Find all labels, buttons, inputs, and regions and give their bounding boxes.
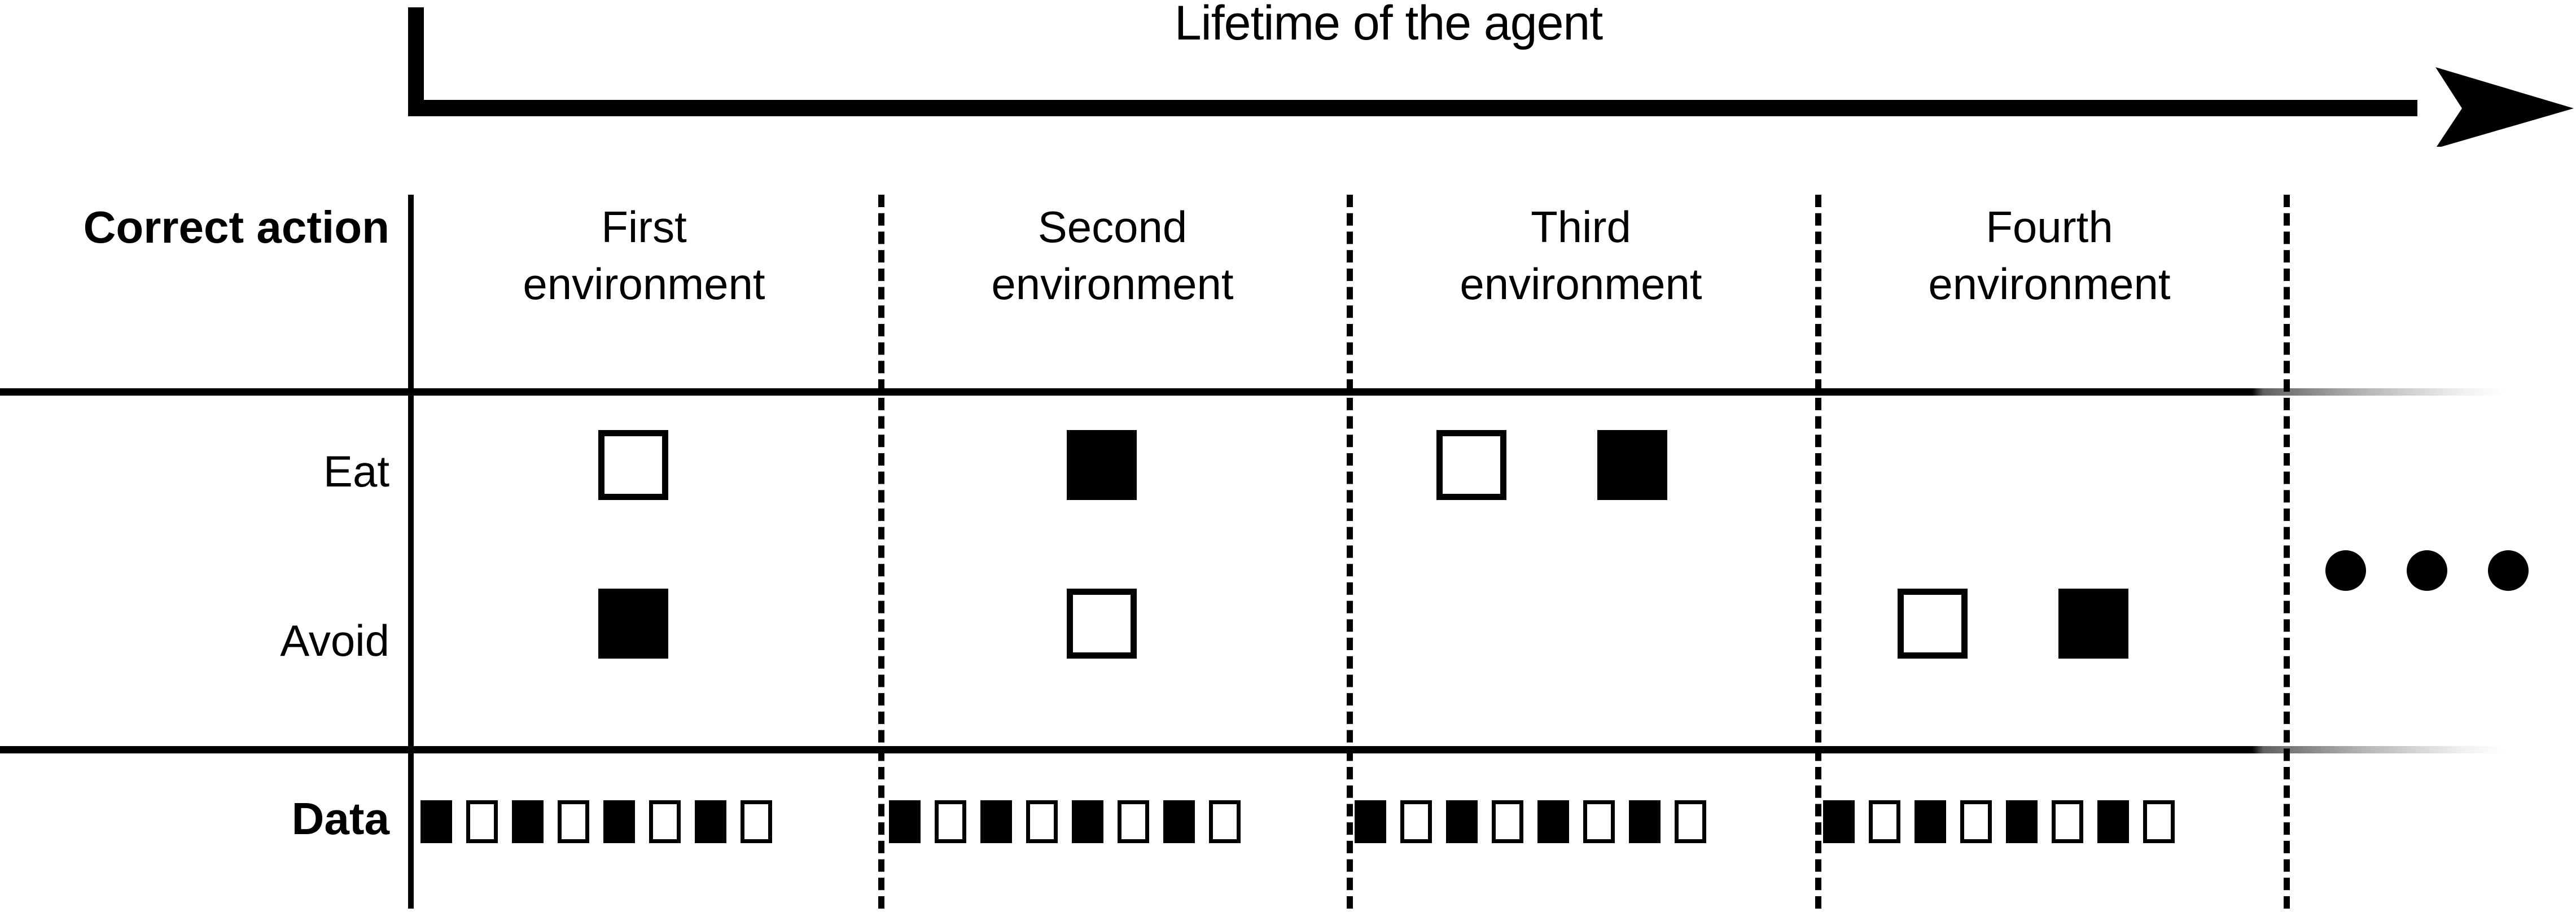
column-header-fourth-ordinal: Fourth [1986,202,2113,252]
data-square-env4-7-black [2097,800,2129,843]
column-header-fourth-noun: environment [1928,259,2171,309]
environment-divider-3 [1815,195,1821,909]
data-square-env1-1-black [420,800,452,843]
row-label-data: Data [291,793,389,844]
environment-divider-4 [2284,195,2290,909]
column-header-first-noun: environment [523,259,765,309]
row-label-correct-action-line2: action [256,202,389,252]
column-header-first-ordinal: First [601,202,687,252]
data-square-env4-1-black [1823,800,1855,843]
ellipsis-dot-1 [2325,550,2366,591]
environment-divider-2 [1347,195,1353,909]
ellipsis-dot-3 [2488,550,2529,591]
stimulus-avoid-env1-black [598,589,668,659]
table-divider-label [408,195,414,909]
stimulus-avoid-env4-black [2058,589,2128,659]
column-header-third-ordinal: Third [1531,202,1631,252]
data-square-env4-8-white [2143,800,2175,843]
data-square-env2-8-white [1209,800,1241,843]
data-square-env3-8-white [1675,800,1706,843]
data-square-env1-4-white [558,800,589,843]
data-square-env4-3-black [1915,800,1946,843]
column-header-second: Second environment [878,199,1347,313]
data-square-env3-1-black [1355,800,1386,843]
stimulus-eat-env1-white [598,430,668,500]
data-square-env4-4-white [1960,800,1992,843]
table-rule-bottom [0,746,2576,753]
timeline-title: Lifetime of the agent [1174,0,1603,50]
column-header-third: Third environment [1347,199,1815,313]
data-square-env1-7-black [695,800,726,843]
data-square-env3-3-black [1446,800,1478,843]
row-label-eat: Eat [323,446,389,496]
data-square-env2-3-black [980,800,1012,843]
data-square-env4-2-white [1869,800,1900,843]
column-header-second-noun: environment [991,259,1234,309]
stimulus-eat-env3-black [1597,430,1667,500]
row-label-correct-action: Correct action [0,199,389,256]
data-square-env3-2-white [1400,800,1432,843]
data-square-env2-7-black [1163,800,1195,843]
data-square-env2-5-black [1072,800,1103,843]
data-square-env2-2-white [935,800,966,843]
column-header-second-ordinal: Second [1037,202,1188,252]
stimulus-eat-env2-black [1067,430,1137,500]
data-square-env3-6-white [1583,800,1615,843]
data-square-env1-2-white [466,800,498,843]
data-square-env3-4-white [1492,800,1523,843]
stimulus-avoid-env2-white [1067,589,1137,659]
data-square-env3-7-black [1629,800,1661,843]
data-square-env2-6-white [1118,800,1149,843]
row-label-correct-action-line1: Correct [83,202,244,252]
data-square-env2-1-black [889,800,921,843]
ellipsis-dot-2 [2407,550,2447,591]
data-square-env2-4-white [1026,800,1058,843]
data-square-env4-6-white [2052,800,2083,843]
data-square-env1-3-black [512,800,544,843]
stimulus-avoid-env4-white [1898,589,1968,659]
ellipsis-dots-icon [2325,550,2562,595]
stimulus-eat-env3-white [1436,430,1506,500]
data-square-env4-5-black [2006,800,2038,843]
row-label-avoid: Avoid [280,616,389,665]
data-square-env1-5-black [603,800,635,843]
environment-divider-1 [878,195,884,909]
data-square-env1-8-white [741,800,772,843]
column-header-first: First environment [410,199,878,313]
table-rule-top [0,388,2576,396]
column-header-third-noun: environment [1460,259,1702,309]
data-square-env3-5-black [1537,800,1569,843]
column-header-fourth: Fourth environment [1815,199,2284,313]
data-square-env1-6-white [649,800,681,843]
